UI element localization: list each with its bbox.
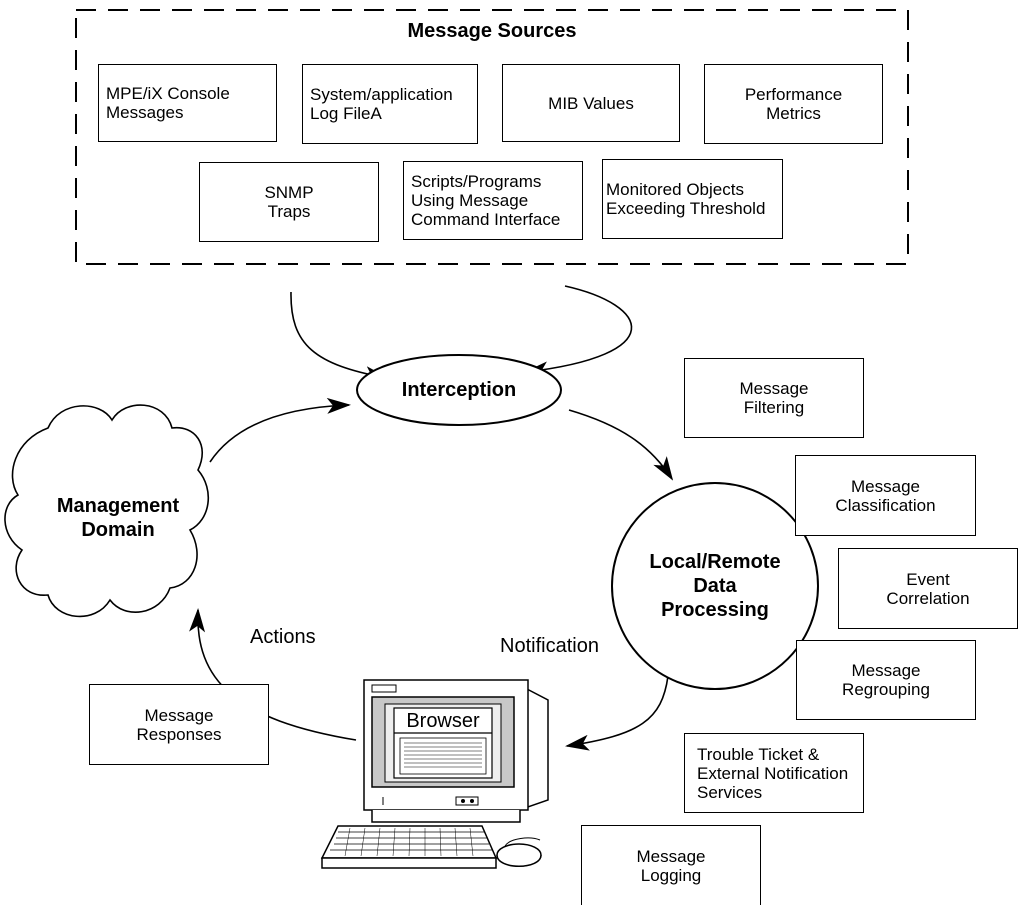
management-domain-label: Management Domain — [56, 495, 180, 541]
source-box-system-log: System/application Log FileA — [302, 64, 478, 144]
processing-node — [611, 482, 819, 690]
message-sources-title: Message Sources — [407, 20, 577, 42]
source-box-snmp-traps: SNMP Traps — [199, 162, 379, 242]
computer-icon — [320, 679, 549, 869]
source-box-mib-values: MIB Values — [502, 64, 680, 142]
actions-label: Actions — [250, 626, 316, 648]
flow-arrow-interception-to-processing — [568, 409, 674, 481]
interception-node — [356, 354, 562, 426]
source-box-performance-metrics: Performance Metrics — [704, 64, 883, 144]
step-box-event-correlation: Event Correlation — [838, 548, 1018, 629]
notification-label: Notification — [500, 635, 599, 657]
source-box-monitored-objects: Monitored Objects Exceeding Threshold — [602, 159, 783, 239]
processing-label: Local/Remote Data Processing — [649, 551, 781, 621]
sources-frame — [75, 9, 909, 265]
browser-label: Browser — [406, 710, 480, 732]
flow-arrow-source-right-to-interception — [524, 285, 633, 378]
step-box-trouble-ticket: Trouble Ticket & External Notification S… — [684, 733, 864, 813]
flow-arrow-source-left-to-interception — [290, 291, 389, 382]
step-box-message-regrouping: Message Regrouping — [796, 640, 976, 720]
source-box-mpe-console: MPE/iX Console Messages — [98, 64, 277, 142]
interception-label: Interception — [401, 379, 517, 401]
step-box-message-logging: Message Logging — [581, 825, 761, 905]
management-domain-cloud — [4, 404, 210, 618]
step-box-message-filtering: Message Filtering — [684, 358, 864, 438]
message-responses-box: Message Responses — [89, 684, 269, 765]
step-box-message-classification: Message Classification — [795, 455, 976, 536]
source-box-scripts-programs: Scripts/Programs Using Message Command I… — [403, 161, 583, 240]
flow-arrow-processing-to-browser — [565, 675, 669, 751]
flow-arrow-domain-to-interception — [209, 397, 351, 463]
